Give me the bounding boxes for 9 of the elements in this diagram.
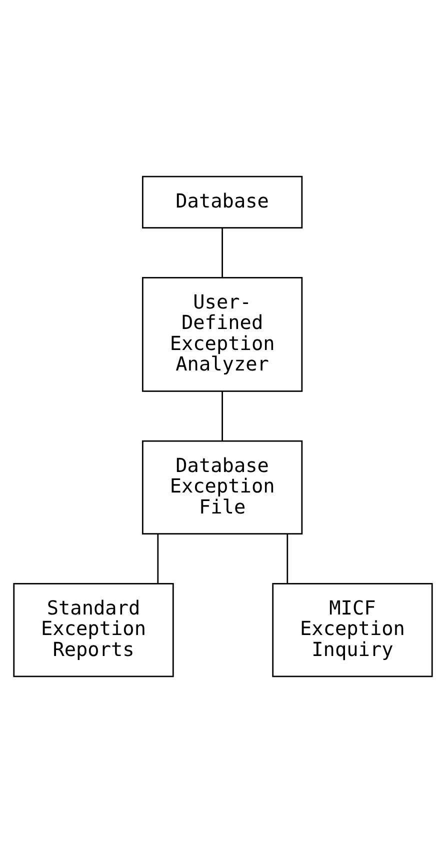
connector bbox=[222, 391, 223, 441]
node-box: Database bbox=[142, 176, 303, 228]
connector bbox=[286, 534, 288, 584]
connector bbox=[222, 228, 223, 278]
node-box: Database Exception File bbox=[142, 440, 303, 535]
node-box: Standard Exception Reports bbox=[13, 582, 174, 678]
node-box: User- Defined Exception Analyzer bbox=[142, 276, 303, 392]
connector bbox=[157, 534, 159, 584]
node-box: MICF Exception Inquiry bbox=[272, 582, 433, 678]
